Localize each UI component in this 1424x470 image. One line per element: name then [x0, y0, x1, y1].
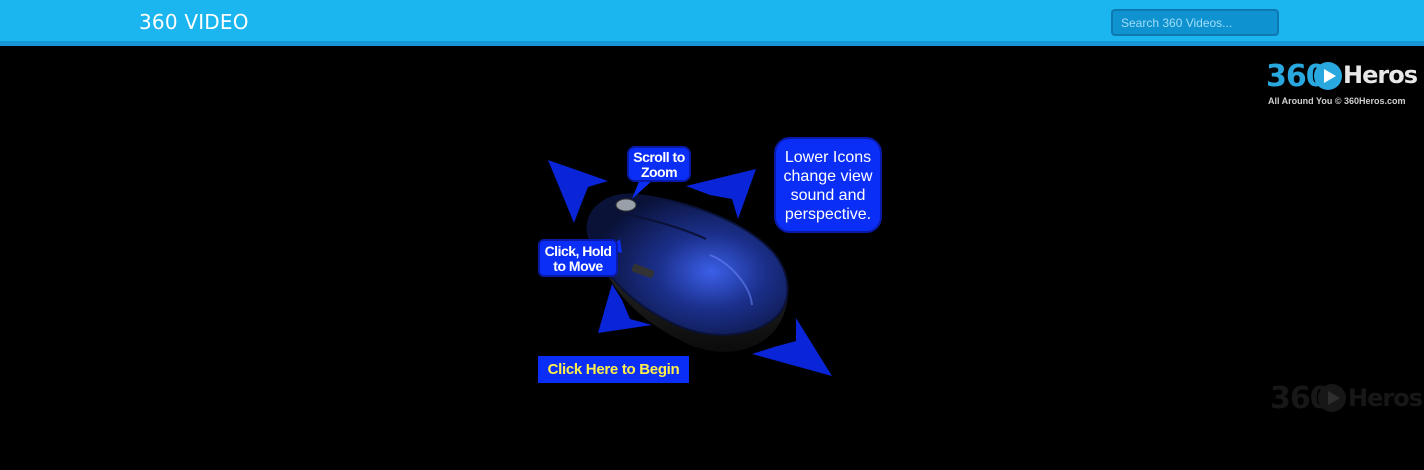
- play-icon: [1314, 62, 1342, 90]
- mouse-highlight: [709, 254, 753, 306]
- lower-icons-bubble: Lower Icons change view sound and perspe…: [774, 137, 882, 233]
- scroll-pointer: [632, 179, 654, 199]
- top-navigation-bar: 360 VIDEO: [0, 0, 1424, 46]
- mouse-shell: [586, 193, 789, 336]
- watermark-play-icon: [1318, 384, 1346, 412]
- mouse-instructions-overlay: Scroll to Zoom Click, Hold to Move Lower…: [530, 135, 882, 385]
- search-input[interactable]: [1111, 9, 1279, 36]
- site-title[interactable]: 360 VIDEO: [139, 10, 249, 34]
- mouse-button-divider: [619, 212, 707, 240]
- arrow-up-left-icon: [548, 160, 608, 223]
- arrow-down-right-icon: [752, 318, 832, 376]
- brand-watermark: 360 Heros: [1270, 381, 1423, 421]
- scroll-to-zoom-bubble: Scroll to Zoom: [627, 146, 691, 182]
- arrow-up-right-icon: [686, 169, 756, 219]
- logo-tagline: All Around You © 360Heros.com: [1268, 96, 1406, 106]
- watermark-word: Heros: [1348, 384, 1423, 412]
- scroll-wheel: [615, 198, 637, 212]
- begin-button[interactable]: Click Here to Begin: [538, 356, 689, 383]
- brand-logo[interactable]: 360 Heros All Around You © 360Heros.com: [1266, 59, 1418, 111]
- side-button: [631, 264, 655, 278]
- mouse-illustration: [548, 160, 832, 376]
- click-hold-move-bubble: Click, Hold to Move: [538, 239, 618, 277]
- logo-word: Heros: [1343, 61, 1418, 89]
- video-viewer[interactable]: 360 Heros All Around You © 360Heros.com: [0, 51, 1424, 470]
- arrow-down-left-icon: [598, 284, 652, 333]
